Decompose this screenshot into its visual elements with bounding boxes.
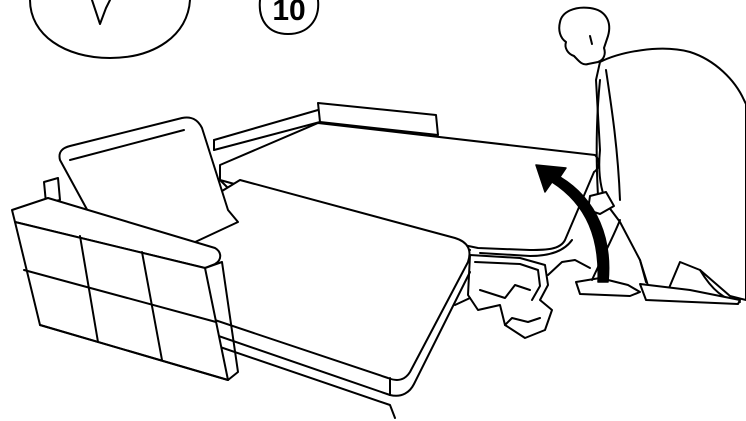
fold-mechanism — [455, 255, 590, 338]
step-badge: 10 — [260, 0, 318, 34]
detail-callout-icon — [30, 0, 190, 58]
step-number: 10 — [272, 0, 305, 27]
